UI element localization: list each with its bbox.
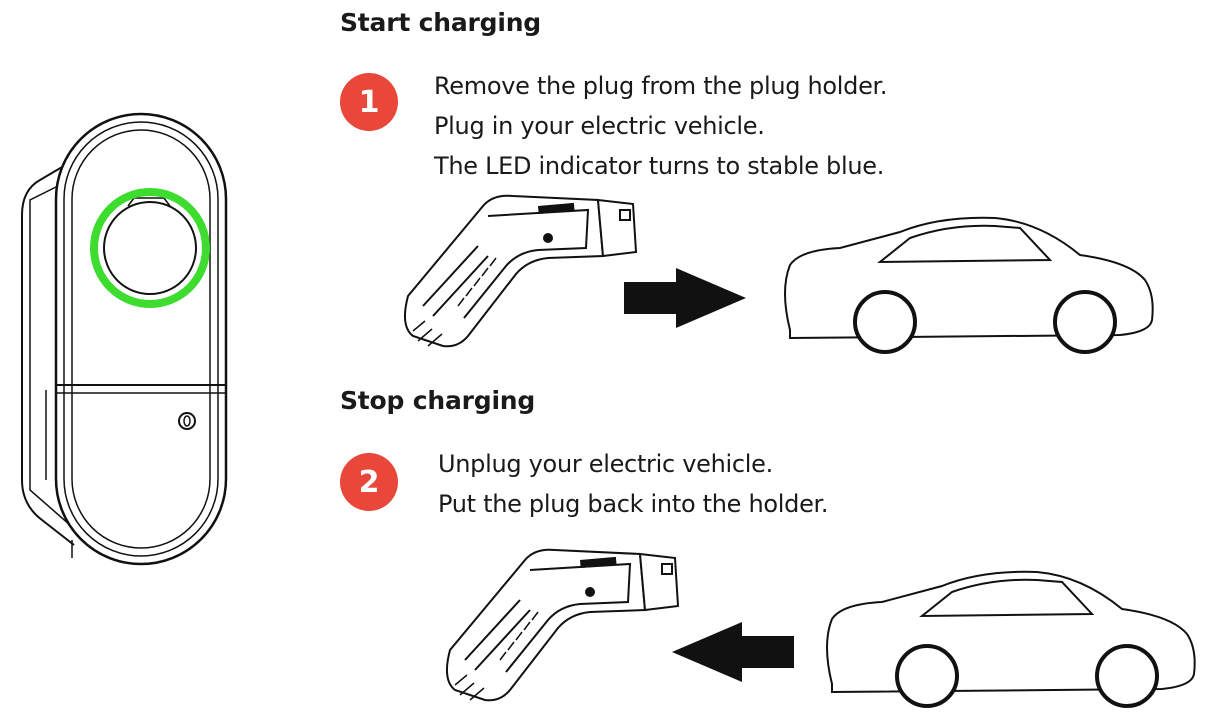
start-instruction-line: The LED indicator turns to stable blue.: [434, 152, 885, 180]
ev-plug-icon: [445, 548, 680, 702]
stop-instruction-line: Unplug your electric vehicle.: [438, 450, 773, 478]
lock-icon: [178, 412, 196, 430]
arrow-left-icon: [672, 622, 794, 682]
car-outline-icon: [826, 570, 1196, 708]
arrow-right-icon: [624, 268, 746, 328]
led-ring: [90, 188, 210, 308]
wallbox-charger-icon: [21, 112, 228, 566]
step-1-number: 1: [358, 84, 380, 120]
start-instructions: Remove the plug from the plug holder. Pl…: [434, 66, 888, 186]
car-outline-icon: [784, 216, 1154, 354]
step-1-badge: 1: [340, 73, 398, 131]
step-2-badge: 2: [340, 453, 398, 511]
stop-instruction-line: Put the plug back into the holder.: [438, 490, 829, 518]
ev-plug-icon: [403, 194, 638, 348]
step-2-number: 2: [358, 464, 380, 500]
start-instruction-line: Remove the plug from the plug holder.: [434, 72, 888, 100]
stop-charging-heading: Stop charging: [340, 386, 536, 415]
start-instruction-line: Plug in your electric vehicle.: [434, 112, 765, 140]
stop-instructions: Unplug your electric vehicle. Put the pl…: [438, 444, 829, 524]
start-charging-heading: Start charging: [340, 8, 541, 37]
